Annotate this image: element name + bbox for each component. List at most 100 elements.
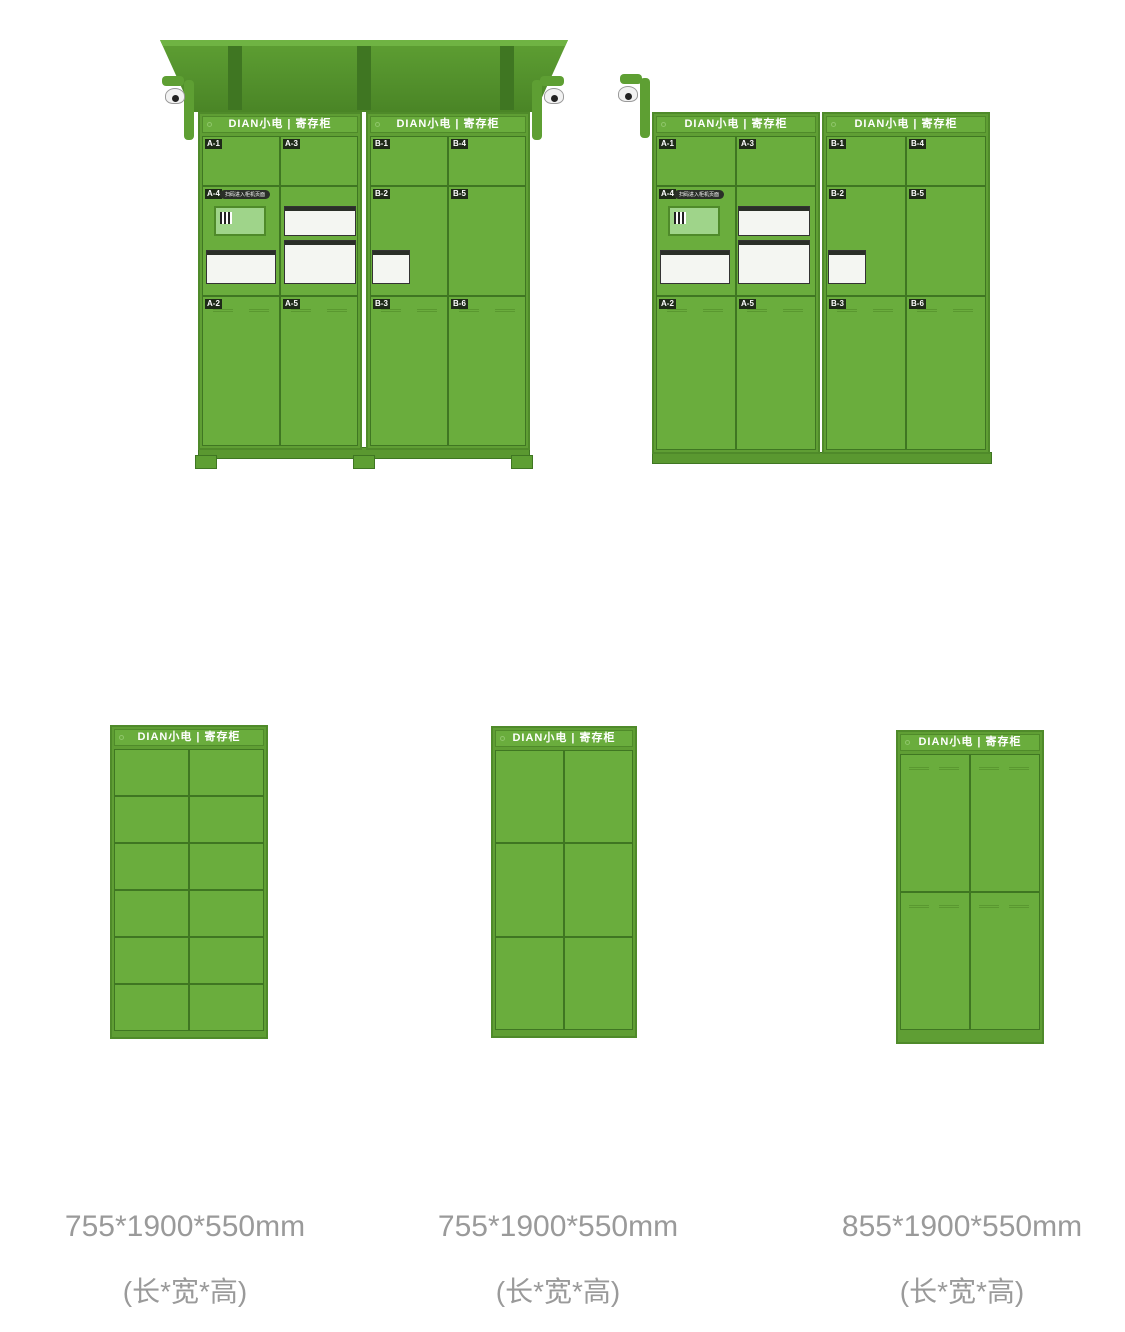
brand-label: DIAN小电 | 寄存柜 (918, 736, 1022, 748)
logo-dot-icon (207, 122, 212, 127)
door-number-label: B-3 (373, 299, 390, 309)
locker-door[interactable]: A-3 (280, 136, 358, 186)
logo-dot-icon (905, 740, 910, 745)
locker-door[interactable]: A-1 (656, 136, 736, 186)
door-number-label: A-2 (205, 299, 222, 309)
locker-door[interactable]: B-4 (448, 136, 526, 186)
usage-guide-poster (206, 250, 276, 284)
logo-dot-icon (375, 122, 380, 127)
locker-door[interactable] (564, 843, 633, 937)
locker-door[interactable] (495, 843, 564, 937)
locker-door[interactable] (114, 843, 189, 890)
locker-door[interactable]: B-3 (370, 296, 448, 446)
vent-slot (381, 309, 401, 312)
locker-door[interactable] (564, 750, 633, 844)
locker-door[interactable] (189, 984, 264, 1031)
canopy-beam (357, 46, 371, 110)
locker-door[interactable] (114, 796, 189, 843)
vent-slot (1009, 905, 1029, 908)
vent-slot (939, 767, 959, 770)
touch-screen[interactable] (668, 206, 720, 236)
door-number-label: B-5 (451, 189, 468, 199)
door-number-label: B-6 (451, 299, 468, 309)
vent-slot (939, 905, 959, 908)
door-number-label: A-4 (205, 189, 222, 199)
locker-door[interactable] (114, 890, 189, 937)
locker-door[interactable] (970, 754, 1040, 892)
locker-door[interactable]: A-5 (736, 296, 816, 450)
touch-screen[interactable] (214, 206, 266, 236)
locker-leg (511, 455, 533, 469)
locker-brand-header: DIAN小电 | 寄存柜 (900, 734, 1040, 751)
brand-label: DIAN小电 | 寄存柜 (854, 118, 958, 130)
camera-icon (618, 86, 638, 102)
locker-brand-header: DIAN小电 | 寄存柜 (370, 116, 526, 133)
usage-guide-poster (660, 250, 730, 284)
locker-door[interactable]: B-4 (906, 136, 986, 186)
locker-door[interactable] (900, 892, 970, 1030)
locker-door[interactable] (495, 750, 564, 844)
door-number-label: B-3 (829, 299, 846, 309)
locker-door[interactable] (114, 984, 189, 1031)
locker-door[interactable] (114, 749, 189, 796)
locker-door[interactable] (189, 937, 264, 984)
vent-slot (837, 309, 857, 312)
locker-door[interactable]: B-1 (826, 136, 906, 186)
notice-poster (284, 206, 356, 236)
dimensions-label: 755*1900*550mm (437, 1210, 679, 1243)
locker-door[interactable]: A-2 (202, 296, 280, 446)
dimensions-label: 755*1900*550mm (64, 1210, 306, 1243)
locker-brand-header: DIAN小电 | 寄存柜 (114, 729, 264, 746)
vent-slot (979, 767, 999, 770)
locker-door[interactable] (564, 936, 633, 1030)
camera-arm (540, 76, 564, 86)
locker-model-1: DIAN小电 | 寄存柜 (110, 725, 268, 1039)
locker-door[interactable] (189, 796, 264, 843)
logo-dot-icon (500, 736, 505, 741)
scan-hint-label: 扫码进入柜机页面 (220, 190, 271, 199)
door-number-label: B-4 (451, 139, 468, 149)
vent-slot (667, 309, 687, 312)
locker-door[interactable] (900, 754, 970, 892)
locker-door[interactable]: B-6 (906, 296, 986, 450)
camera-arm (532, 80, 542, 140)
vent-slot (495, 309, 515, 312)
locker-door[interactable]: B-1 (370, 136, 448, 186)
locker-door[interactable] (495, 936, 564, 1030)
canopy-beam (228, 46, 242, 110)
locker-door[interactable]: A-1 (202, 136, 280, 186)
door-number-label: A-3 (739, 139, 756, 149)
door-number-label: A-3 (283, 139, 300, 149)
locker-door[interactable]: B-5 (906, 186, 986, 296)
vent-slot (249, 309, 269, 312)
vent-slot (327, 309, 347, 312)
locker-brand-header: DIAN小电 | 寄存柜 (826, 116, 986, 133)
locker-door[interactable]: A-5 (280, 296, 358, 446)
locker-door[interactable]: B-3 (826, 296, 906, 450)
locker-leg (195, 455, 217, 469)
vent-slot (909, 767, 929, 770)
door-number-label: B-2 (829, 189, 846, 199)
dimensions-note: (长*宽*高) (899, 1276, 1025, 1307)
locker-door[interactable]: B-5 (448, 186, 526, 296)
locker-door[interactable] (189, 843, 264, 890)
locker-door[interactable] (189, 890, 264, 937)
locker-door[interactable]: A-3 (736, 136, 816, 186)
locker-leg (353, 455, 375, 469)
usage-guide-poster (372, 250, 410, 284)
locker-door[interactable]: A-2 (656, 296, 736, 450)
logo-dot-icon (831, 122, 836, 127)
locker-door[interactable] (189, 749, 264, 796)
locker-door[interactable] (114, 937, 189, 984)
vent-slot (213, 309, 233, 312)
vent-slot (953, 309, 973, 312)
door-number-label: A-2 (659, 299, 676, 309)
locker-door[interactable]: B-6 (448, 296, 526, 446)
locker-model-2: DIAN小电 | 寄存柜 (491, 726, 637, 1038)
door-number-label: A-1 (659, 139, 676, 149)
locker-brand-header: DIAN小电 | 寄存柜 (202, 116, 358, 133)
locker-door[interactable] (970, 892, 1040, 1030)
